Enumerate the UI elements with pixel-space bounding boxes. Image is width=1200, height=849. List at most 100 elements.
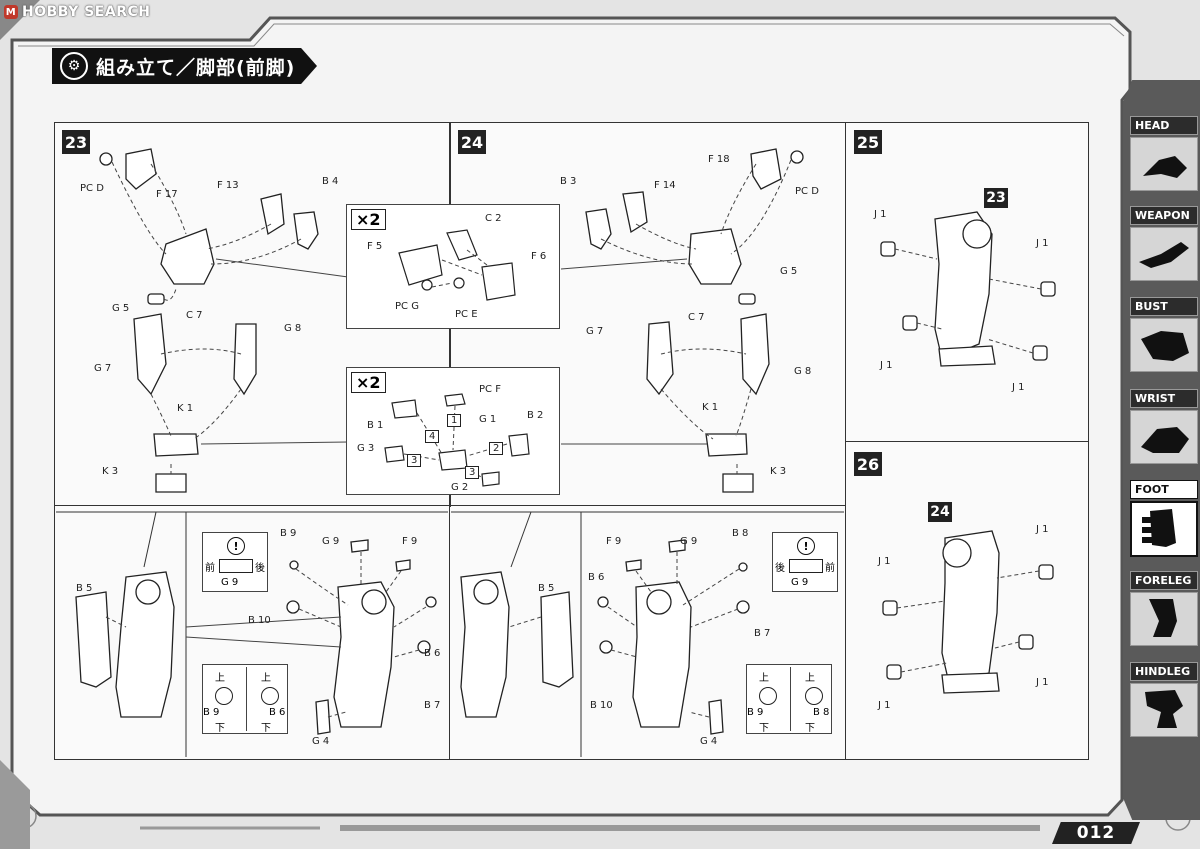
part-label-b8-24: B 8	[732, 528, 749, 539]
part-label-pc-e: PC E	[455, 309, 478, 320]
nav-item-bust[interactable]: BUST	[1130, 297, 1198, 372]
part-label-g7: G 7	[94, 363, 112, 374]
note-bottom-left-24: 下	[759, 723, 769, 734]
note-top-left-24: 上	[759, 673, 769, 684]
part-label-j1-d: J 1	[1012, 382, 1025, 393]
part-label-b7-24: B 7	[754, 628, 771, 639]
head-icon	[1130, 137, 1198, 191]
nav-item-weapon[interactable]: WEAPON	[1130, 206, 1198, 281]
part-label-b5-24: B 5	[538, 583, 555, 594]
note-bottom-left: 下	[215, 723, 225, 734]
note-top-right: 上	[261, 673, 271, 684]
nav-label: WEAPON	[1130, 206, 1198, 225]
nav-item-wrist[interactable]: WRIST	[1130, 389, 1198, 464]
note-disc-right-24	[805, 687, 823, 705]
note-front-label-24: 前	[825, 563, 835, 574]
note-box-23-orientation: ! 前 後 G 9	[202, 532, 268, 592]
part-label-pc-g: PC G	[395, 301, 419, 312]
part-label-g8-24: G 8	[794, 366, 812, 377]
multiplier-box-b: ×2 PC F B 1 G 1 B 2 G 3 G 2 1 2 3 3 4	[346, 367, 560, 495]
title-background	[52, 48, 317, 84]
note-b8-24: B 8	[813, 707, 830, 718]
wrist-icon	[1130, 410, 1198, 464]
foreleg-icon	[1130, 592, 1198, 646]
note-b6: B 6	[269, 707, 286, 718]
part-label-g3: G 3	[357, 443, 375, 454]
weapon-icon	[1130, 227, 1198, 281]
part-label-f13: F 13	[217, 180, 239, 191]
part-label-j1-f: J 1	[878, 556, 891, 567]
note-back-label: 後	[255, 563, 265, 574]
part-label-b9: B 9	[280, 528, 297, 539]
part-label-pc-d: PC D	[80, 183, 104, 194]
part-label-b6: B 6	[424, 648, 441, 659]
nav-label: FORELEG	[1130, 571, 1198, 590]
step-23-number: 23	[62, 130, 90, 154]
note-top-right-24: 上	[805, 673, 815, 684]
nav-label: WRIST	[1130, 389, 1198, 408]
part-label-g4: G 4	[312, 736, 330, 747]
step-23-illustration	[99, 148, 349, 493]
multiplier-label-b: ×2	[351, 372, 386, 393]
part-label-k1: K 1	[177, 403, 194, 414]
part-label-b3: B 3	[560, 176, 577, 187]
step-26-number: 26	[854, 452, 882, 476]
step-26-illustration	[882, 530, 1054, 694]
part-label-f17: F 17	[156, 189, 178, 200]
part-label-c7: C 7	[186, 310, 203, 321]
hobby-search-logo-icon: M	[4, 5, 18, 19]
page-number: 012	[1052, 822, 1140, 844]
note-disc-left-24	[759, 687, 777, 705]
step-24-lower-illustration	[451, 511, 844, 757]
note-part-g9-24: G 9	[791, 577, 809, 588]
assembly-gear-icon: ⚙	[60, 52, 88, 80]
warning-icon: !	[227, 537, 245, 555]
part-label-k3-24: K 3	[770, 466, 787, 477]
step-26-ref: 24	[928, 502, 952, 522]
step-25-number: 25	[854, 130, 882, 154]
note-b9-24: B 9	[747, 707, 764, 718]
step-24-illustration	[560, 148, 804, 493]
part-label-c7-24: C 7	[688, 312, 705, 323]
nav-item-head[interactable]: HEAD	[1130, 116, 1198, 191]
part-label-g5: G 5	[112, 303, 130, 314]
part-label-g5-24: G 5	[780, 266, 798, 277]
note-disc-right	[261, 687, 279, 705]
hobby-search-watermark: M HOBBY SEARCH	[4, 4, 150, 20]
warning-icon: !	[797, 537, 815, 555]
watermark-text: HOBBY SEARCH	[22, 4, 151, 20]
sequence-2: 2	[489, 442, 504, 455]
part-label-b5: B 5	[76, 583, 93, 594]
note-part-shape-24	[789, 559, 823, 573]
part-label-g1: G 1	[479, 414, 497, 425]
nav-label: FOOT	[1130, 480, 1198, 499]
step-25-ref: 23	[984, 188, 1008, 208]
part-label-f14: F 14	[654, 180, 676, 191]
note-back-label-24: 後	[775, 563, 785, 574]
multiplier-label-a: ×2	[351, 209, 386, 230]
nav-item-foot[interactable]: FOOT	[1130, 480, 1198, 557]
part-label-b7: B 7	[424, 700, 441, 711]
part-label-b2: B 2	[527, 410, 544, 421]
note-box-23-updown: 上 上 B 9 B 6 下 下	[202, 664, 288, 734]
hindleg-icon	[1130, 683, 1198, 737]
part-label-g7-24: G 7	[586, 326, 604, 337]
sub-assembly-a-illustration	[398, 229, 516, 301]
sequence-1: 1	[447, 414, 462, 427]
part-label-j1-c: J 1	[880, 360, 893, 371]
note-front-label: 前	[205, 563, 215, 574]
page-title: 組み立て／脚部(前脚)	[96, 56, 296, 79]
nav-label: HEAD	[1130, 116, 1198, 135]
nav-item-foreleg[interactable]: FORELEG	[1130, 571, 1198, 646]
section-title-bar: ⚙ 組み立て／脚部(前脚)	[52, 48, 317, 84]
bust-icon	[1130, 318, 1198, 372]
note-box-24-updown: 上 上 B 9 B 8 下 下	[746, 664, 832, 734]
part-label-b10-24: B 10	[590, 700, 613, 711]
part-label-c2: C 2	[485, 213, 502, 224]
part-label-b6-24: B 6	[588, 572, 605, 583]
part-label-f18: F 18	[708, 154, 730, 165]
nav-item-hindleg[interactable]: HINDLEG	[1130, 662, 1198, 737]
part-label-b10: B 10	[248, 615, 271, 626]
note-top-left: 上	[215, 673, 225, 684]
sequence-3-left: 3	[407, 454, 422, 467]
